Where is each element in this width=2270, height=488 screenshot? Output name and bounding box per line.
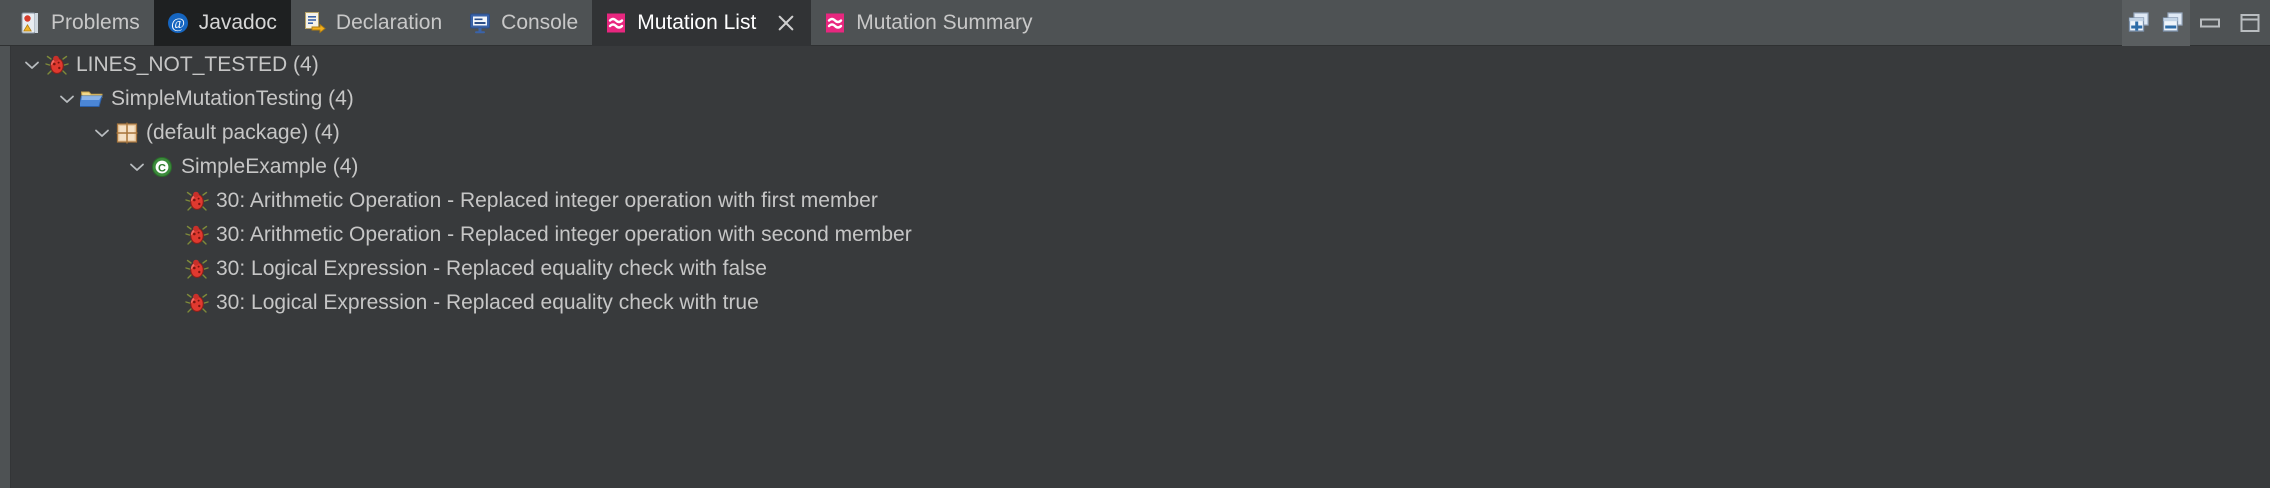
- tab-console[interactable]: Console: [456, 0, 592, 46]
- package-icon: [115, 121, 139, 145]
- tree-row[interactable]: LINES_NOT_TESTED (4): [11, 48, 2270, 82]
- problems-icon: [18, 11, 42, 35]
- console-icon: [468, 11, 492, 35]
- tree-row-label: 30: Arithmetic Operation - Replaced inte…: [216, 188, 878, 212]
- view-toolbar: [2122, 0, 2270, 46]
- tree-row[interactable]: 30: Arithmetic Operation - Replaced inte…: [11, 218, 2270, 252]
- declaration-icon: [303, 11, 327, 35]
- maximize-icon[interactable]: [2230, 0, 2270, 46]
- tree-row-label: 30: Arithmetic Operation - Replaced inte…: [216, 222, 912, 246]
- bug-icon: [185, 189, 209, 213]
- tab-javadoc[interactable]: @ Javadoc: [153, 0, 291, 46]
- tree-row[interactable]: 30: Logical Expression - Replaced equali…: [11, 252, 2270, 286]
- tree-row-label: LINES_NOT_TESTED (4): [76, 52, 319, 76]
- bug-icon: [185, 291, 209, 315]
- bug-icon: [45, 53, 69, 77]
- chevron-down-icon[interactable]: [89, 120, 115, 146]
- view-tab-bar: Problems @ Javadoc Declaration Console Mutati…: [0, 0, 2270, 46]
- chevron-down-icon[interactable]: [19, 52, 45, 78]
- tab-bar-filler: [1046, 0, 2122, 45]
- tree-row-label: SimpleExample (4): [181, 154, 359, 178]
- bug-icon: [185, 223, 209, 247]
- tree-row[interactable]: (default package) (4): [11, 116, 2270, 150]
- collapse-all-icon[interactable]: [2156, 0, 2190, 46]
- expand-all-icon[interactable]: [2122, 0, 2156, 46]
- tree-row-label: SimpleMutationTesting (4): [111, 86, 354, 110]
- bug-icon: [185, 257, 209, 281]
- tree-row[interactable]: 30: Logical Expression - Replaced equali…: [11, 286, 2270, 320]
- tab-label: Declaration: [335, 10, 443, 34]
- tab-mutation-summary[interactable]: Mutation Summary: [811, 0, 1046, 46]
- javadoc-icon: @: [166, 11, 190, 35]
- tab-declaration[interactable]: Declaration: [291, 0, 456, 46]
- svg-text:C: C: [158, 162, 166, 174]
- mutation-tree[interactable]: LINES_NOT_TESTED (4) SimpleMutationTestin…: [11, 46, 2270, 488]
- svg-text:@: @: [171, 16, 185, 32]
- chevron-down-icon[interactable]: [124, 154, 150, 180]
- tab-problems[interactable]: Problems: [6, 0, 154, 46]
- tab-label: Console: [501, 10, 579, 34]
- tree-row[interactable]: SimpleMutationTesting (4): [11, 82, 2270, 116]
- tab-label: Mutation List: [637, 10, 757, 34]
- close-icon[interactable]: [775, 12, 797, 34]
- tab-strip: Problems @ Javadoc Declaration Console Mutati…: [0, 0, 1047, 46]
- tab-mutation-list[interactable]: Mutation List: [592, 0, 812, 46]
- mutation-icon: [823, 11, 847, 35]
- tree-row[interactable]: 30: Arithmetic Operation - Replaced inte…: [11, 184, 2270, 218]
- view-body: LINES_NOT_TESTED (4) SimpleMutationTestin…: [0, 46, 2270, 488]
- tab-label: Mutation Summary: [856, 10, 1033, 34]
- view-left-gutter: [0, 46, 11, 488]
- tab-label: Javadoc: [198, 10, 277, 34]
- tree-row-label: 30: Logical Expression - Replaced equali…: [216, 256, 767, 280]
- mutation-icon: [604, 11, 628, 35]
- tree-row-label: (default package) (4): [146, 120, 340, 144]
- folder-icon: [77, 87, 104, 111]
- tree-row-label: 30: Logical Expression - Replaced equali…: [216, 290, 759, 314]
- minimize-icon[interactable]: [2190, 0, 2230, 46]
- tree-row[interactable]: C SimpleExample (4): [11, 150, 2270, 184]
- class-icon: C: [150, 155, 174, 179]
- chevron-down-icon[interactable]: [54, 86, 80, 112]
- tree-expand-collapse-group: [2122, 0, 2190, 46]
- tab-label: Problems: [51, 10, 140, 34]
